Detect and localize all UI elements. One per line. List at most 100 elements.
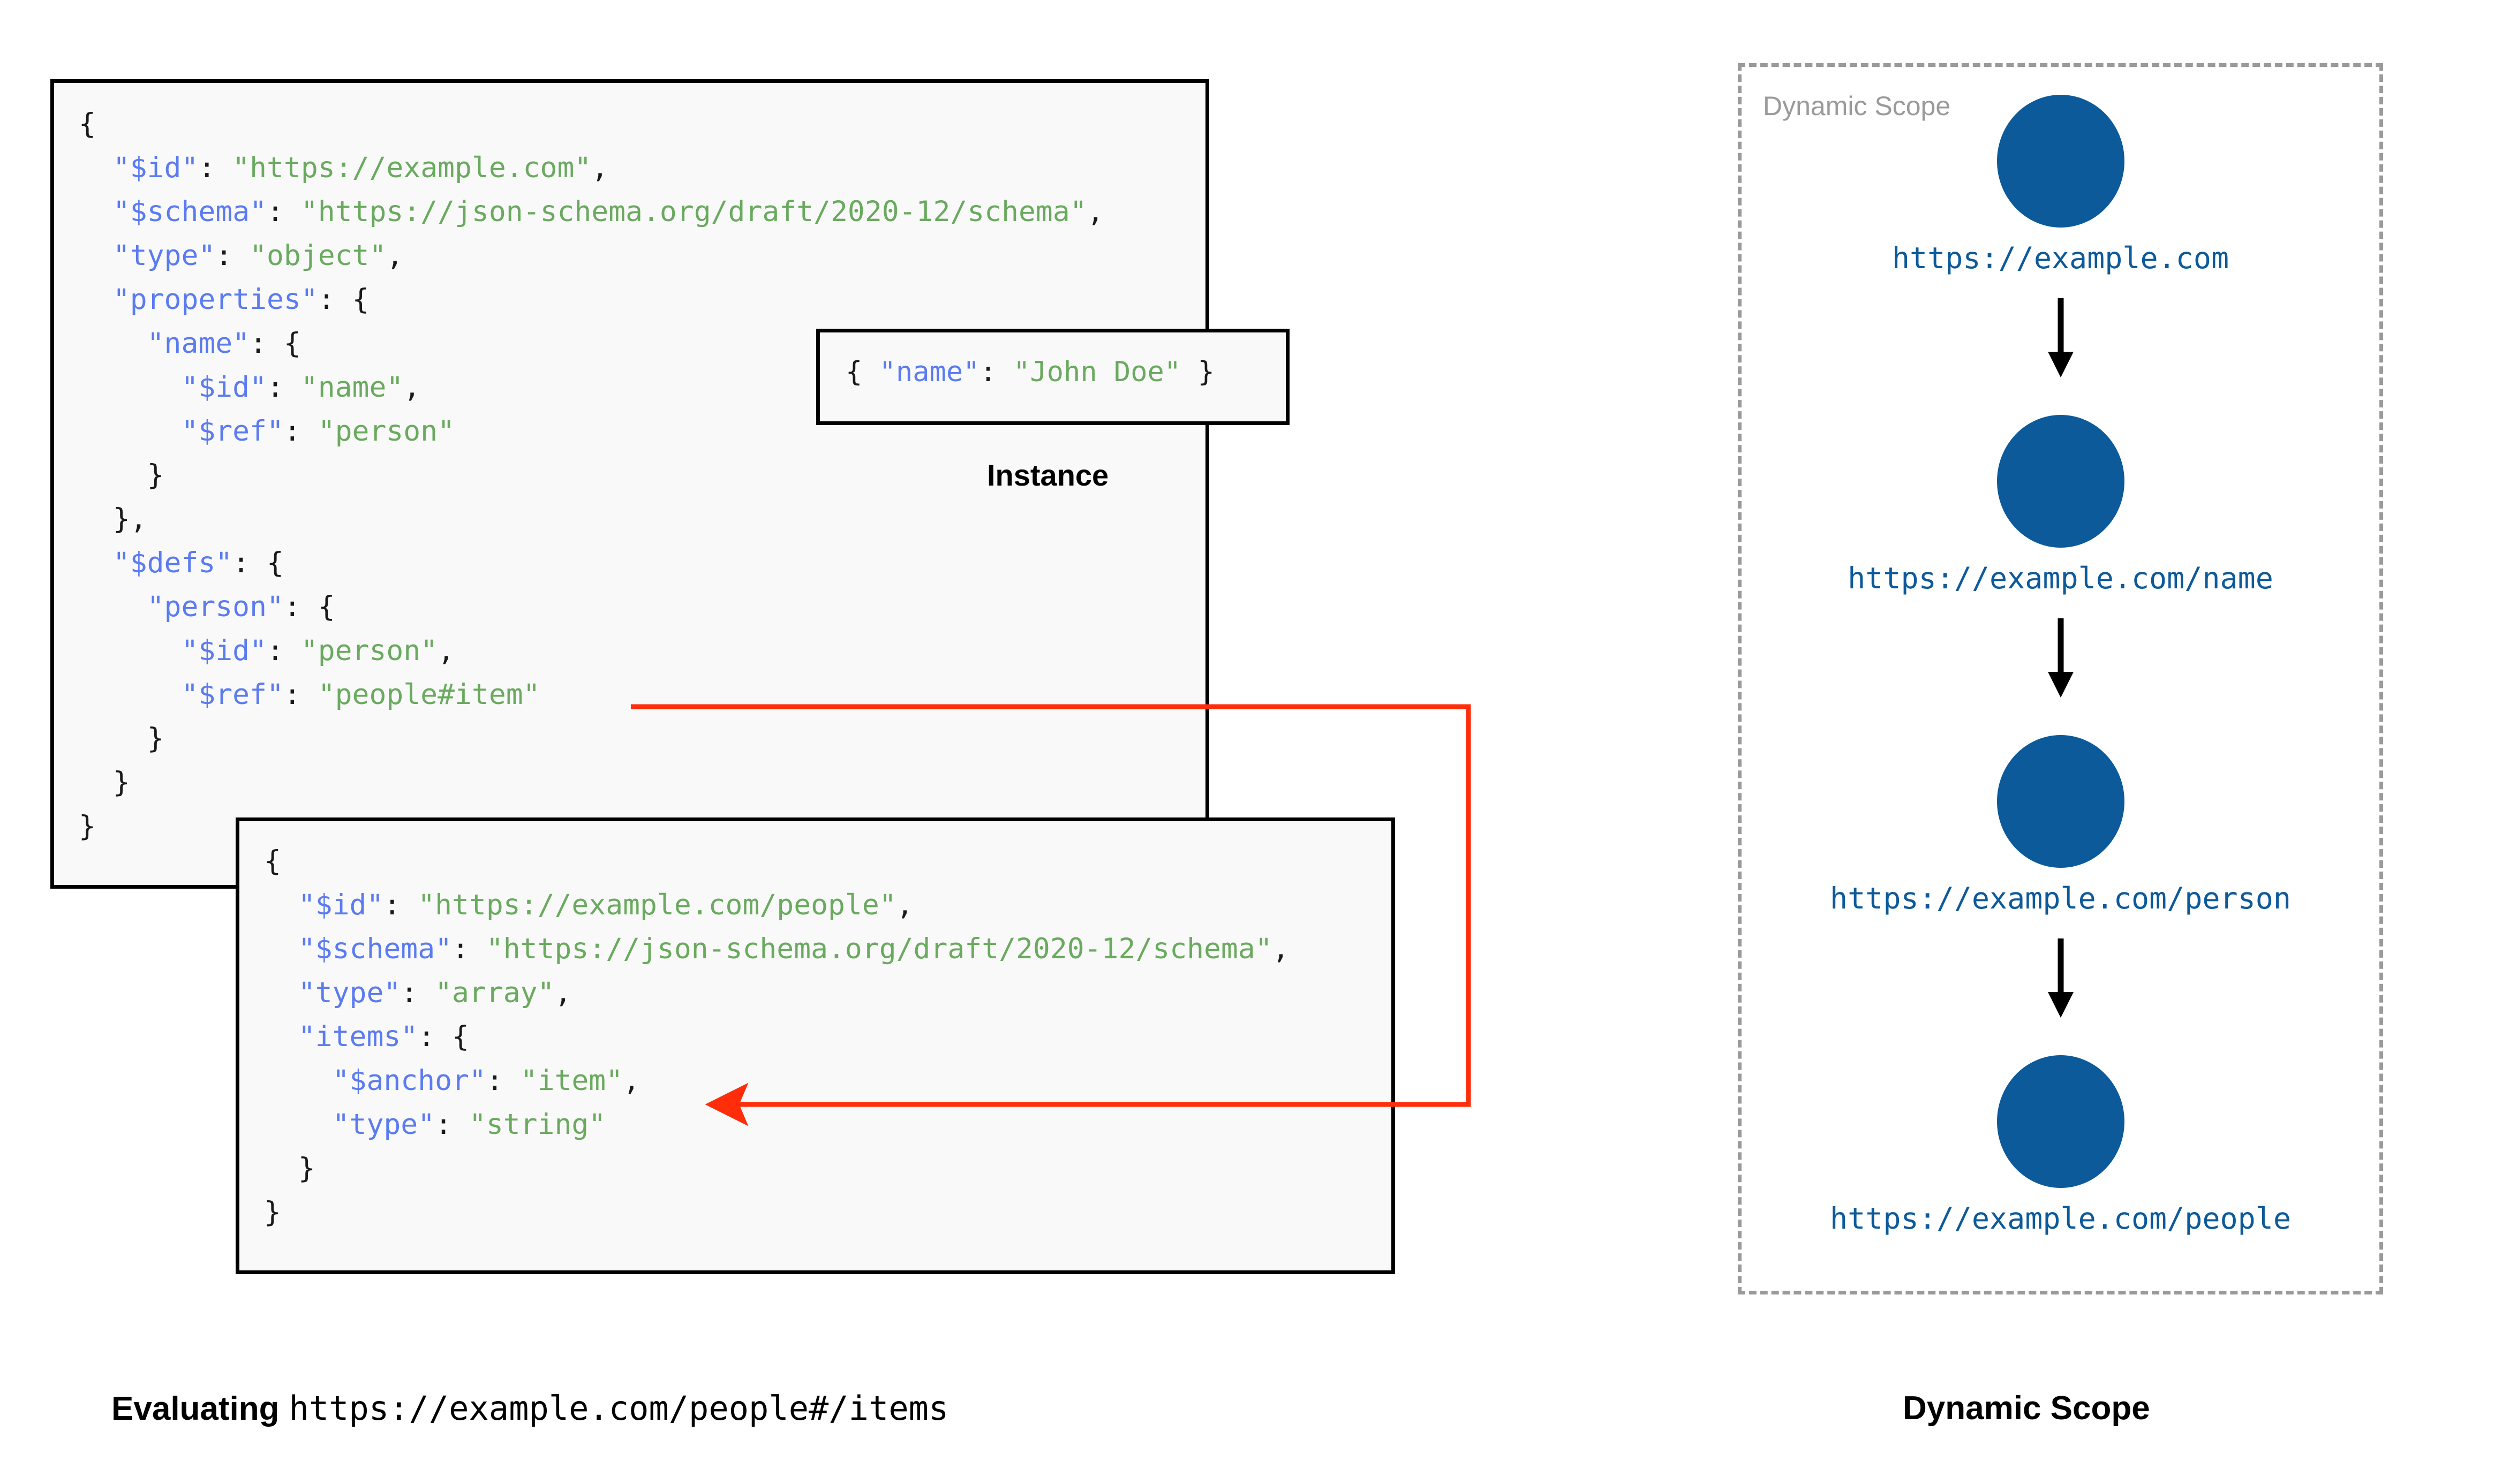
code-token-punct: , — [554, 976, 572, 1009]
code-token-punct: } — [79, 722, 164, 755]
code-token-punct: , — [1272, 933, 1290, 965]
code-token-punct: : — [979, 356, 1014, 388]
code-token-punct — [264, 889, 298, 921]
code-line: "$ref": "people#item" — [79, 673, 1104, 717]
scope-node-label-2: https://example.com/name — [1848, 561, 2273, 595]
code-token-str: "string" — [469, 1108, 606, 1141]
code-token-punct: : — [383, 889, 418, 921]
code-line: "$ref": "person" — [79, 410, 1104, 453]
code-token-punct — [79, 327, 147, 360]
code-token-key: "$schema" — [298, 933, 453, 965]
code-token-punct: { — [846, 356, 879, 388]
code-token-punct: : { — [318, 283, 370, 316]
code-token-punct: : { — [418, 1020, 469, 1053]
code-token-punct: : — [267, 371, 301, 404]
code-token-key: "$defs" — [112, 547, 233, 579]
code-token-str: "item" — [520, 1064, 623, 1097]
down-arrow-icon — [2047, 938, 2074, 1018]
down-arrow-icon — [2047, 618, 2074, 698]
code-token-punct — [264, 1064, 333, 1097]
scope-arrow-2 — [1742, 618, 2379, 698]
code-line: "$anchor": "item", — [264, 1059, 1290, 1103]
instance-caption: Instance — [987, 458, 1109, 492]
code-token-punct: : — [452, 933, 486, 965]
code-token-punct: , — [438, 634, 455, 667]
code-token-str: "person" — [318, 415, 455, 448]
code-token-punct: , — [591, 152, 609, 184]
code-token-punct: , — [623, 1064, 640, 1097]
code-token-punct — [264, 1020, 298, 1053]
code-token-key: "name" — [147, 327, 250, 360]
root-schema-box: { "$id": "https://example.com", "$schema… — [50, 79, 1209, 889]
code-token-key: "$id" — [298, 889, 384, 921]
code-line: { "name": "John Doe" } — [846, 356, 1215, 388]
code-token-punct: } — [264, 1196, 281, 1229]
code-token-punct — [79, 415, 181, 448]
code-token-punct — [264, 1108, 333, 1141]
code-line: "$schema": "https://json-schema.org/draf… — [264, 927, 1290, 971]
code-line: "name": { — [79, 322, 1104, 366]
code-token-str: "John Doe" — [1013, 356, 1181, 388]
code-line: "properties": { — [79, 278, 1104, 322]
code-token-punct — [79, 239, 113, 272]
code-token-key: "$schema" — [112, 195, 267, 228]
code-line: "$id": "person", — [79, 629, 1104, 673]
code-line: "$id": "name", — [79, 366, 1104, 410]
root-schema-code: { "$id": "https://example.com", "$schema… — [79, 102, 1104, 849]
people-schema-code: { "$id": "https://example.com/people", "… — [264, 839, 1290, 1235]
code-token-str: "people#item" — [318, 678, 540, 711]
code-token-punct: } — [79, 766, 130, 799]
code-line: } — [79, 717, 1104, 761]
code-token-key: "type" — [112, 239, 216, 272]
code-token-punct: : — [283, 415, 318, 448]
scope-node-circle-4 — [1996, 1055, 2124, 1188]
code-token-punct: : — [267, 195, 301, 228]
code-token-punct: : — [401, 976, 435, 1009]
scope-node-circle-3 — [1996, 735, 2124, 868]
scope-node-circle-2 — [1996, 415, 2124, 548]
code-token-punct: , — [403, 371, 421, 404]
code-token-punct: { — [264, 845, 281, 877]
code-token-key: "$id" — [181, 371, 267, 404]
code-line: } — [79, 761, 1104, 805]
scope-node-1: https://example.com — [1742, 95, 2379, 275]
code-line: } — [264, 1147, 1290, 1191]
code-token-punct: { — [79, 108, 96, 140]
code-token-punct: , — [386, 239, 404, 272]
people-schema-box: { "$id": "https://example.com/people", "… — [236, 817, 1395, 1274]
code-token-punct — [79, 371, 181, 404]
dynamic-scope-caption: Dynamic Scope — [1903, 1390, 2150, 1427]
code-line: "type": "string" — [264, 1103, 1290, 1147]
code-line: "person": { — [79, 585, 1104, 629]
dynamic-scope-panel: Dynamic Scope https://example.com https:… — [1738, 63, 2383, 1294]
code-token-key: "type" — [298, 976, 401, 1009]
code-token-punct: } — [264, 1152, 315, 1185]
code-token-punct: : — [486, 1064, 521, 1097]
code-line: "$id": "https://example.com/people", — [264, 883, 1290, 927]
code-token-punct — [79, 152, 113, 184]
scope-node-label-1: https://example.com — [1891, 241, 2229, 275]
code-token-key: "$id" — [181, 634, 267, 667]
code-token-punct: : — [198, 152, 233, 184]
instance-box: { "name": "John Doe" } — [816, 329, 1290, 425]
code-token-punct: } — [79, 459, 164, 491]
code-line: }, — [79, 497, 1104, 541]
code-line: "$id": "https://example.com", — [79, 146, 1104, 190]
code-line: "items": { — [264, 1015, 1290, 1059]
code-token-punct — [264, 976, 298, 1009]
code-token-key: "$id" — [112, 152, 199, 184]
code-token-punct: : { — [283, 590, 335, 623]
code-token-str: "name" — [300, 371, 404, 404]
code-line: } — [79, 805, 1104, 849]
code-token-punct — [79, 678, 181, 711]
code-token-key: "type" — [332, 1108, 435, 1141]
code-token-str: "https://example.com" — [232, 152, 592, 184]
code-line: "$defs": { — [79, 541, 1104, 585]
code-line: { — [79, 102, 1104, 146]
code-token-punct: : — [283, 678, 318, 711]
scope-node-circle-1 — [1996, 95, 2124, 228]
code-token-key: "items" — [298, 1020, 418, 1053]
scope-node-3: https://example.com/person — [1742, 735, 2379, 915]
code-token-punct — [79, 590, 147, 623]
